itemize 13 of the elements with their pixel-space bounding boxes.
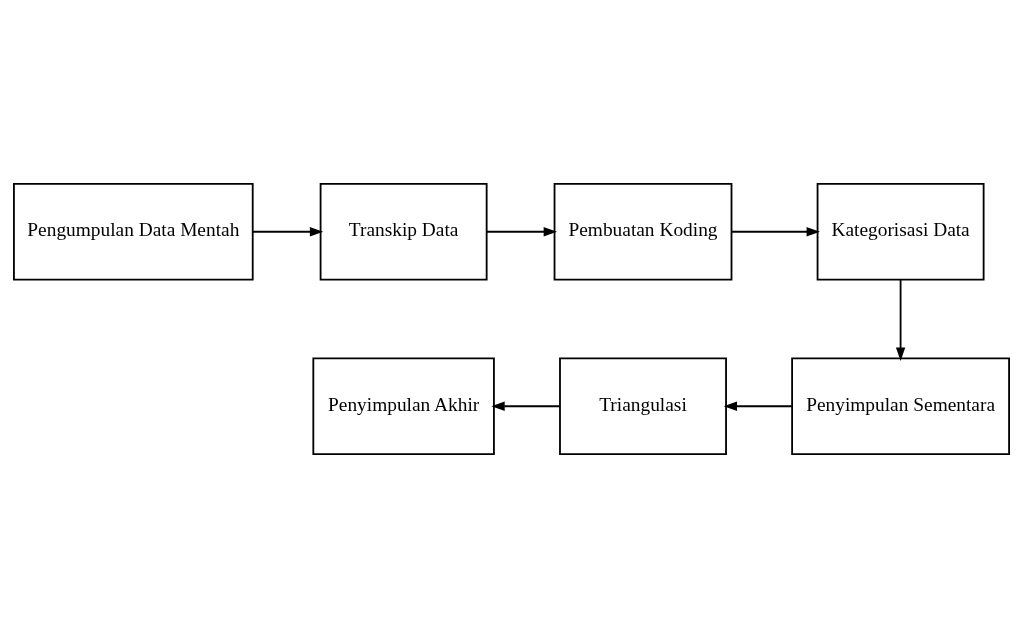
node-box: Transkip Data <box>319 182 488 281</box>
arrow <box>895 278 906 361</box>
node-box: Penyimpulan Akhir <box>312 356 495 455</box>
arrow <box>730 226 820 236</box>
arrow <box>491 401 561 411</box>
node-box: Kategorisasi Data <box>816 182 985 281</box>
arrow <box>723 401 793 411</box>
node-box: Pembuatan Koding <box>553 182 733 281</box>
arrow <box>485 226 557 236</box>
node-box: Pengumpulan Data Mentah <box>13 182 254 281</box>
node-box: Penyimpulan Sementara <box>791 356 1010 455</box>
arrow <box>251 226 324 236</box>
node-box: Triangulasi <box>559 356 727 455</box>
